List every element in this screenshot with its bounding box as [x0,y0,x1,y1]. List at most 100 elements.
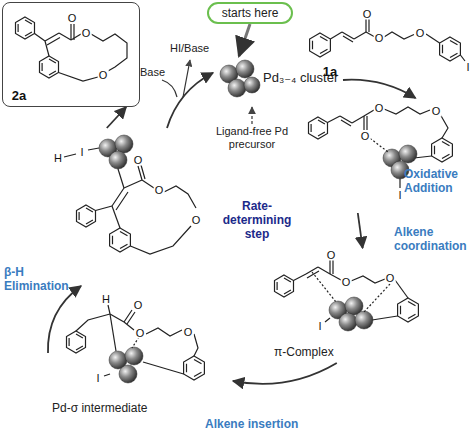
bond-line [112,206,120,228]
pd-atom-sphere [109,151,127,169]
bond-line [76,314,110,331]
compound-number: 1a [323,65,337,78]
bond-line [110,314,124,322]
benzene-ring [432,138,453,162]
bond-line [460,55,465,61]
atom-label: O [431,106,442,117]
precursor-dashed-arrow [251,107,252,124]
pd-atom-sphere [125,347,143,365]
reactant-structure: 1a O O O I [300,5,474,80]
cycle-arrow [233,363,337,384]
annotation-label: Rate-determining step [212,200,302,241]
bond-line [132,337,139,348]
bond-line [366,19,369,32]
cycle-arrow [107,107,126,128]
bond-line [118,169,124,188]
step-label: Oxidative Addition [404,168,474,196]
product-box: 2aOOO [2,2,140,107]
compound-number: 2a [12,89,26,102]
cycle-arrow [167,73,213,128]
pd-atom-sphere [339,313,357,331]
bond-line [312,272,336,302]
pd-atom-sphere [236,60,254,78]
atom-label: O [154,185,165,196]
bond-line [354,32,366,39]
bond-line [342,32,354,42]
cycle-arrow [48,286,81,353]
atom-label: O [374,33,385,44]
atom-label: O [183,327,194,338]
bond-line [110,314,116,351]
atom-label: O [191,215,202,226]
molecule-structure [38,128,210,286]
pd-atom-sphere [228,79,246,97]
base-in-arrow [162,80,177,97]
bond-line [440,114,448,138]
benzene-ring [67,331,86,353]
bond-line [96,206,113,211]
atom-label: O [374,103,385,114]
bond-line [330,260,333,274]
atom-label: I [465,62,470,73]
bond-line [364,110,374,116]
beta-h-elimination-complex: HIOOO [38,128,210,286]
bond-line [330,32,342,39]
atom-label: I [95,373,100,384]
annotation-label: HI/Base [170,42,220,55]
bond-line [351,276,385,283]
bond-line [112,188,128,210]
atom-label: O [341,277,352,288]
node-text: π-Complex [274,346,334,360]
atom-label: O [385,273,396,284]
bond-line [399,179,400,188]
cycle-arrow [239,24,250,56]
atom-label: I [397,190,402,201]
bond-line [146,328,182,336]
cycle-arrow [358,213,363,248]
atom-label: O [360,131,371,142]
atom-label: O [362,9,373,20]
bond-line [143,362,184,374]
atom-label: O [98,70,109,81]
atom-label: O [415,28,426,39]
step-label: β-H Elimination [4,266,74,294]
annotation-label: Base [140,66,180,79]
bond-line [59,33,71,40]
atom-label: I [79,147,84,158]
pd-cluster: Pd₃₋₄ cluster [213,56,343,104]
atom-label: O [67,13,78,24]
atom-label: O [133,300,144,311]
benzene-ring [275,275,294,297]
pd-atom-sphere [244,77,260,93]
benzene-ring [184,356,205,380]
cycle-arrow [343,80,416,98]
step-label: Alkene coordination [394,226,474,254]
pd-atom-sphere [399,145,417,163]
bond-line [384,32,414,39]
bond-line [364,284,390,312]
node-text: starts here [209,4,291,22]
bond-line [426,34,440,43]
bond-line [142,180,154,188]
atom-label: H [53,153,63,164]
bond-line [88,148,99,150]
atom-label: O [81,28,92,39]
bond-line [328,116,341,123]
benzene-ring [310,33,331,57]
bond-line [64,154,76,157]
benzene-ring [77,205,96,227]
bond-line [45,41,49,56]
bond-line [108,305,110,314]
bond-line [71,34,81,40]
bond-line [194,334,198,356]
pd-atom-sphere [355,311,373,329]
bond-line [395,280,408,298]
benzene-ring [440,37,461,61]
bond-line [352,116,364,123]
bond-line [384,107,430,114]
annotation-label: Ligand-free Pd precursor [204,125,300,150]
bond-line [325,318,330,322]
step-label: Alkene insertion [205,418,335,432]
node-text: Pd-σ intermediate [52,402,147,416]
